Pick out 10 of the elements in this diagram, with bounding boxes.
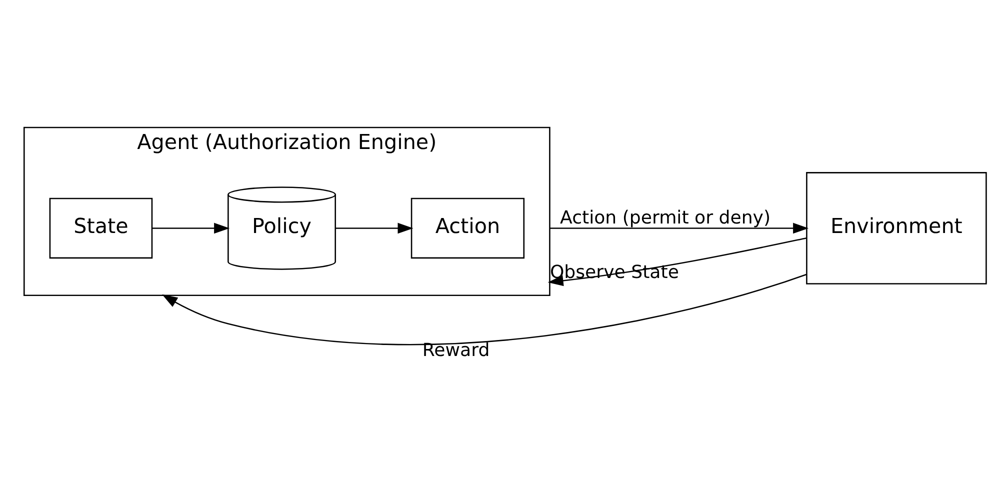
arrow [548,237,806,286]
node-box: State [49,198,153,259]
arrow [152,222,230,234]
node-box: Action [410,198,525,259]
arrow [336,222,414,234]
arrow [550,222,809,234]
edge-label: Action (permit or deny) [560,207,771,228]
edge-label: Reward [422,340,490,361]
node-box: Environment [806,172,987,284]
arrow [162,274,807,345]
